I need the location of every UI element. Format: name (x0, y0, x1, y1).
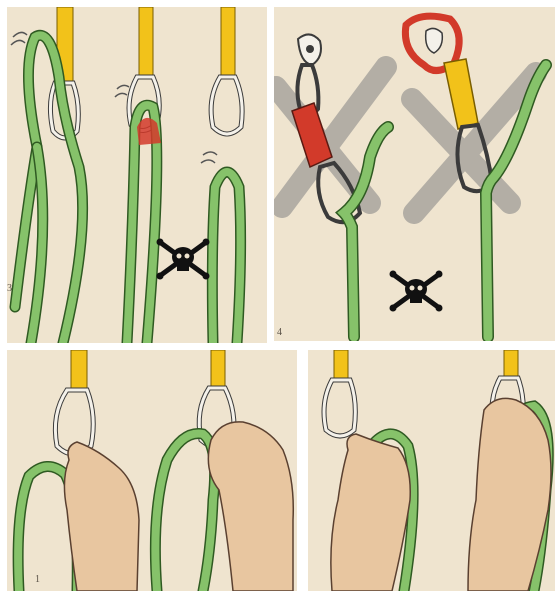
cross-mark (276, 67, 386, 207)
panel-number-label: 3 (7, 283, 12, 294)
yellow-sling (221, 7, 235, 77)
panel-top-right: 4 (274, 7, 555, 341)
skull-crossbones-icon (157, 239, 210, 280)
hand (64, 442, 139, 591)
bolt-hole (306, 45, 314, 53)
panel-bottom-right-illustration (308, 350, 555, 591)
rope-fill (155, 434, 214, 591)
yellow-sling (71, 350, 87, 390)
yellow-sling (334, 350, 348, 380)
carabiner-fill (211, 77, 242, 134)
bolt-hanger (426, 28, 443, 53)
yellow-sling (504, 350, 518, 378)
panel-number-label: 1 (35, 574, 40, 585)
panel-top-left-illustration (7, 7, 267, 343)
rope-fill (344, 127, 388, 337)
hand (208, 422, 293, 591)
panel-top-left: 3 (7, 7, 267, 343)
motion-lines (11, 32, 217, 163)
panel-bottom-left: 1 (7, 350, 297, 591)
panel-number-label: 4 (277, 327, 282, 338)
yellow-sling (444, 59, 478, 129)
hand (331, 434, 410, 591)
yellow-sling (211, 350, 225, 390)
panel-bottom-left-illustration (7, 350, 297, 591)
skull-crossbones-icon (390, 271, 443, 312)
panel-bottom-right (308, 350, 555, 591)
yellow-sling (139, 7, 153, 77)
panel-top-right-illustration (274, 7, 555, 341)
